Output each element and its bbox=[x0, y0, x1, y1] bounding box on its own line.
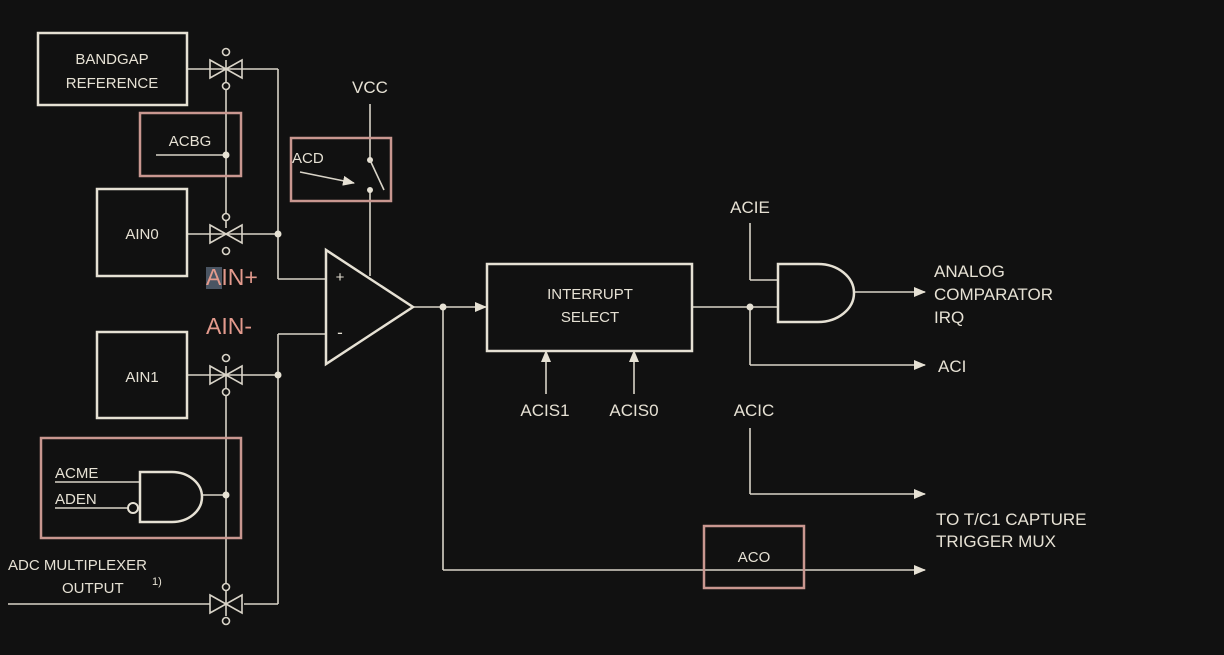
ain0-box bbox=[95, 187, 189, 278]
irq-label-1: ANALOG bbox=[934, 262, 1005, 281]
adc-mux-label-2: OUTPUT bbox=[62, 580, 124, 597]
transmission-switch-ain0 bbox=[209, 212, 243, 256]
bandgap-reference-box bbox=[36, 31, 189, 107]
transmission-switch-adc-mux bbox=[209, 582, 243, 626]
ain-minus-label: AIN- bbox=[206, 313, 252, 339]
ain1-label: AIN1 bbox=[125, 369, 158, 386]
acd-highlight-box bbox=[289, 136, 393, 203]
irq-label-3: IRQ bbox=[934, 308, 964, 327]
footnote-marker: 1) bbox=[152, 576, 162, 588]
transmission-switch-ain1 bbox=[209, 353, 243, 397]
transmission-switch-bandgap bbox=[209, 47, 243, 91]
aden-label: ADEN bbox=[55, 491, 97, 508]
adc-mux-label-1: ADC MULTIPLEXER bbox=[8, 557, 147, 574]
acis0-label: ACIS0 bbox=[609, 401, 658, 420]
aci-label: ACI bbox=[938, 357, 966, 376]
comparator-plus-sign: + bbox=[336, 269, 345, 286]
nand-gate bbox=[138, 470, 204, 524]
and-gate bbox=[776, 262, 856, 324]
acis1-label: ACIS1 bbox=[520, 401, 569, 420]
bandgap-label-1: BANDGAP bbox=[75, 51, 148, 68]
acic-label: ACIC bbox=[734, 401, 775, 420]
vcc-label: VCC bbox=[352, 78, 388, 97]
acbg-highlight-box bbox=[138, 111, 243, 178]
comparator-symbol bbox=[324, 247, 416, 367]
irq-label-2: COMPARATOR bbox=[934, 285, 1053, 304]
acme-aden-highlight-box bbox=[39, 436, 243, 540]
aco-highlight-box bbox=[702, 524, 806, 590]
ain-plus-cursor-highlight bbox=[206, 267, 222, 289]
acie-label: ACIE bbox=[730, 198, 770, 217]
capture-label-2: TRIGGER MUX bbox=[936, 532, 1056, 551]
acbg-label: ACBG bbox=[169, 133, 212, 150]
acme-label: ACME bbox=[55, 465, 98, 482]
interrupt-select-box bbox=[485, 262, 694, 353]
capture-label-1: TO T/C1 CAPTURE bbox=[936, 510, 1087, 529]
interrupt-select-label-2: SELECT bbox=[561, 309, 619, 326]
acd-switch-blade bbox=[369, 159, 385, 191]
junction-dots bbox=[222, 151, 754, 499]
ain1-box bbox=[95, 330, 189, 420]
aco-label: ACO bbox=[738, 549, 771, 566]
ain-plus-label: AIN+ bbox=[206, 264, 258, 290]
comparator-minus-sign: - bbox=[337, 323, 343, 342]
nand-inverted-input bbox=[127, 502, 139, 514]
interrupt-select-label-1: INTERRUPT bbox=[547, 286, 633, 303]
wires bbox=[8, 60, 926, 616]
bandgap-label-2: REFERENCE bbox=[66, 75, 159, 92]
acd-label: ACD bbox=[292, 150, 324, 167]
ain0-label: AIN0 bbox=[125, 226, 158, 243]
